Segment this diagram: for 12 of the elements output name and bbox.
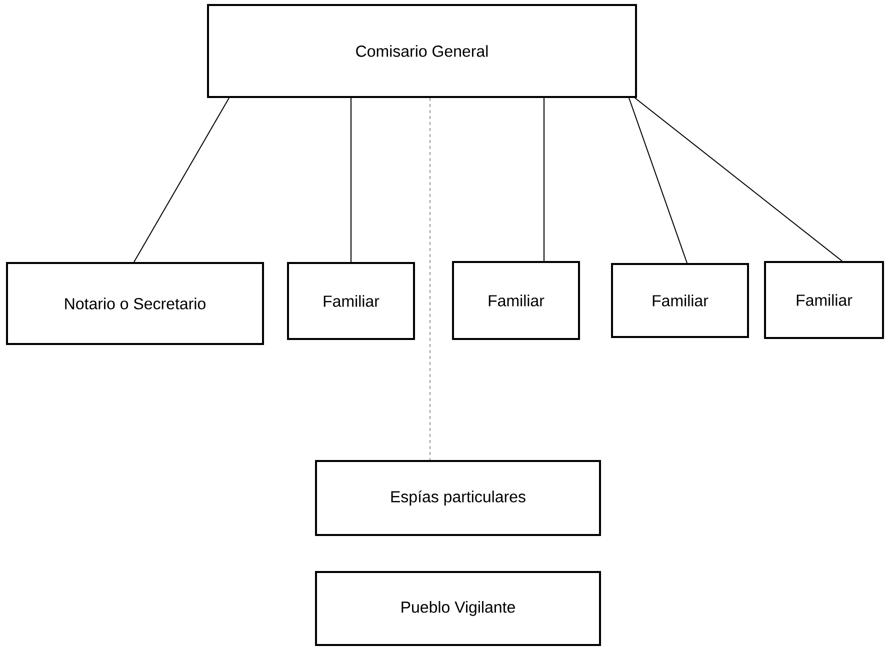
org-box: Notario o Secretario: [6, 262, 264, 345]
connector-line: [634, 98, 842, 262]
org-box: Comisario General: [207, 4, 637, 98]
connector-line: [350, 98, 352, 262]
org-box: Familiar: [764, 261, 884, 339]
org-box: Familiar: [287, 262, 415, 340]
org-box: Espías particulares: [315, 460, 601, 536]
connector-line: [628, 98, 688, 264]
org-box: Familiar: [452, 261, 580, 340]
org-box: Pueblo Vigilante: [315, 571, 601, 646]
org-box: Familiar: [611, 263, 749, 338]
connector-line: [134, 98, 230, 262]
